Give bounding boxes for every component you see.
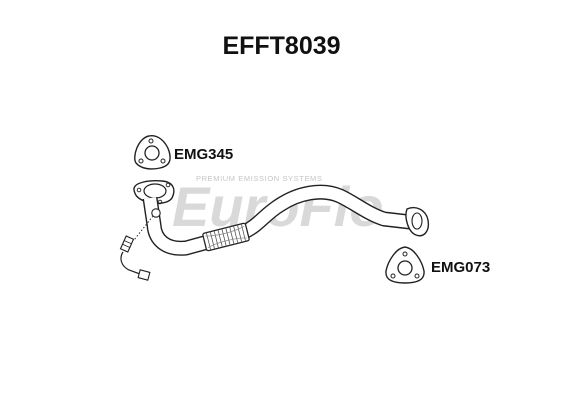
gasket-triangle-icon	[134, 135, 171, 170]
part-label-emg073: EMG073	[431, 259, 491, 276]
part-label-emg345: EMG345	[174, 146, 234, 163]
sensor-dotted-line	[133, 215, 154, 241]
exhaust-pipe	[142, 184, 411, 256]
flex-joint	[202, 222, 250, 252]
logo-tagline: PREMIUM EMISSION SYSTEMS	[196, 174, 323, 183]
front-flange	[133, 180, 175, 205]
sensor-boss	[151, 208, 161, 218]
gasket-triangle-icon	[385, 246, 425, 284]
part-number-title: EFFT8039	[222, 32, 341, 60]
lambda-sensor	[119, 235, 151, 281]
rear-flange	[405, 206, 430, 237]
